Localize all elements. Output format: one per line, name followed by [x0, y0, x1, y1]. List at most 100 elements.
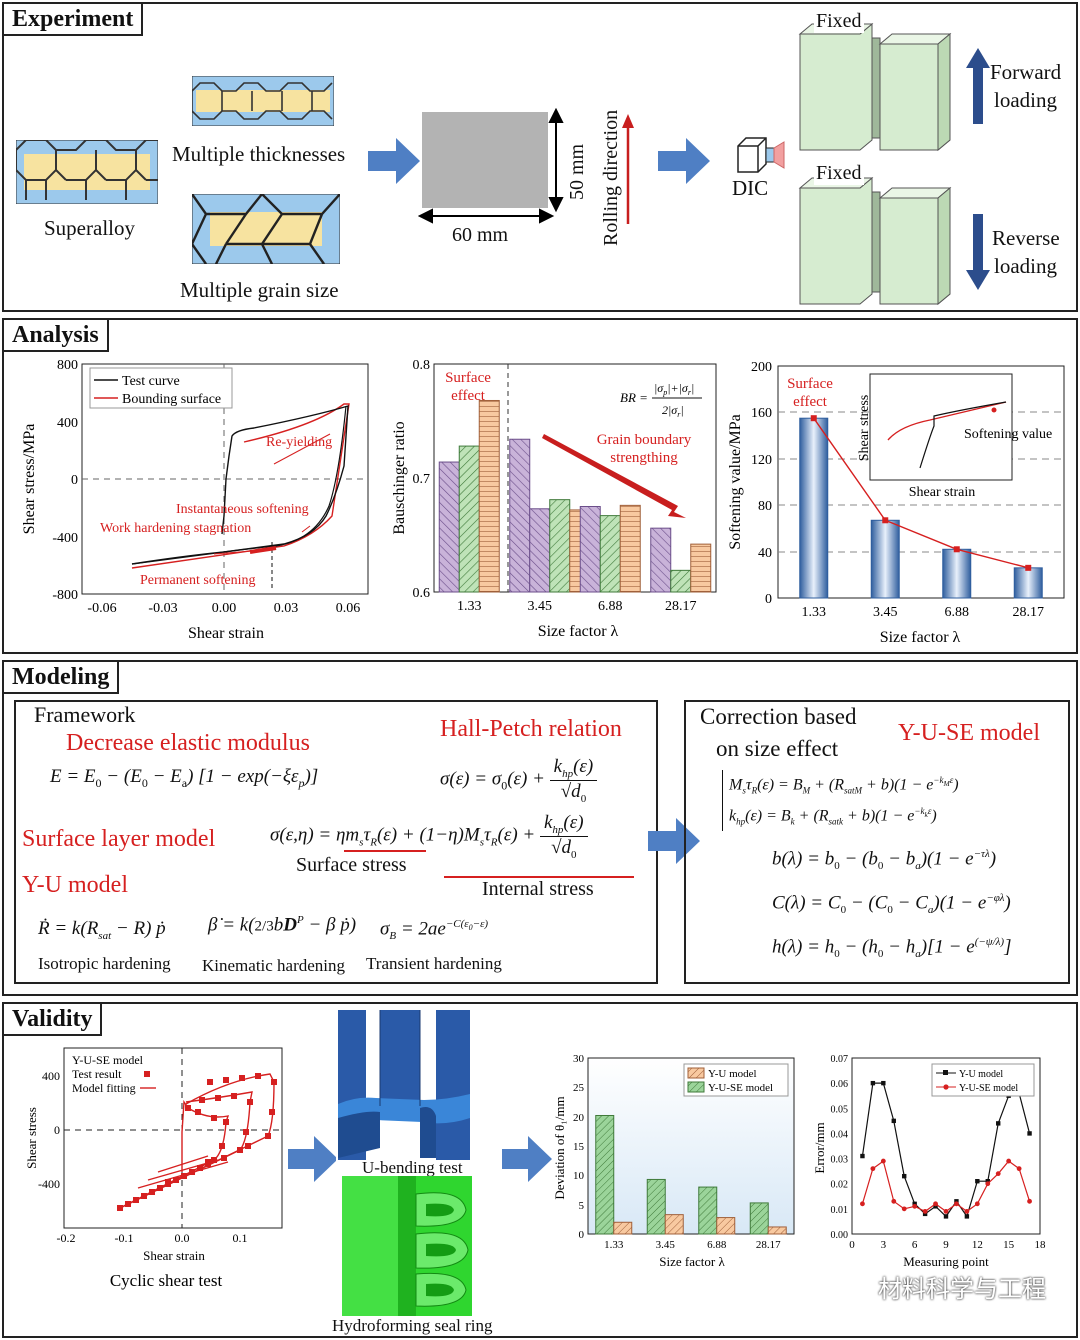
bar — [799, 417, 829, 599]
dev-legend-yuse: Y-U-SE model — [708, 1082, 773, 1094]
experiment-panel: Experiment Superalloy Multiple thickness… — [2, 2, 1078, 312]
bar — [870, 519, 900, 599]
validity-panel: Validity Y-U-SE model Test result Model … — [2, 1002, 1078, 1338]
legend-bounding-surface: Bounding surface — [122, 392, 221, 407]
series-point — [933, 1204, 938, 1209]
test-point — [211, 1115, 217, 1121]
err-xlabel: Measuring point — [903, 1254, 989, 1269]
dev-ytick: 0 — [579, 1229, 585, 1241]
test-point — [125, 1201, 131, 1207]
series-point — [902, 1173, 907, 1179]
c2-xtick: 1.33 — [457, 599, 482, 614]
series-point — [974, 1201, 980, 1207]
elastic-modulus-eq: E = E0 − (E0 − Ea) [1 − exp(−ξεp)] — [50, 766, 319, 790]
test-point — [223, 1119, 229, 1125]
test-point — [269, 1109, 275, 1115]
shear-fixture-forward — [798, 22, 952, 152]
rolling-label: Rolling direction — [600, 109, 622, 246]
series-point — [860, 1201, 865, 1207]
slm-label: Surface layer model — [22, 826, 216, 852]
dev-ytick: 30 — [573, 1053, 585, 1065]
internal-stress-label: Internal stress — [482, 878, 594, 900]
superalloy-label: Superalloy — [44, 216, 135, 240]
test-point — [265, 1133, 271, 1139]
series-point — [964, 1208, 970, 1214]
ann-stagnation: Work hardening stagnation — [100, 521, 251, 536]
seal-caption: Hydroforming seal ring — [332, 1316, 493, 1335]
process-arrow-icon-2 — [658, 138, 710, 184]
trend-line — [813, 417, 1029, 569]
c3-ytick: 40 — [758, 546, 772, 561]
test-point — [195, 1109, 201, 1115]
series-point — [860, 1153, 865, 1159]
series-point — [985, 1179, 990, 1184]
grainsize-label: Multiple grain size — [180, 278, 339, 302]
ubend-caption: U-bending test — [362, 1158, 463, 1177]
c2-gb-2: strengthing — [610, 450, 678, 466]
test-point — [247, 1099, 253, 1105]
test-point — [239, 1075, 245, 1081]
series-point — [975, 1179, 980, 1184]
c3-ytick: 160 — [751, 406, 772, 421]
test-point — [237, 1147, 243, 1153]
dev-legend-yu: Y-U model — [708, 1068, 757, 1080]
legend-test-curve: Test curve — [122, 374, 180, 389]
c1-xlabel: Shear strain — [188, 625, 264, 642]
test-point — [185, 1105, 191, 1111]
dev-xtick: 6.88 — [707, 1239, 727, 1251]
series-point — [870, 1080, 876, 1086]
series-point — [880, 1158, 886, 1164]
c1-xtick: -0.03 — [148, 601, 177, 616]
c3-xtick: 3.45 — [873, 605, 898, 620]
err-ylabel: Error/mm — [812, 1122, 827, 1173]
correction-box — [684, 700, 1070, 984]
modeling-panel: Modeling Framework Decrease elastic modu… — [2, 660, 1078, 996]
bar — [1013, 567, 1043, 599]
framework-label: Framework — [34, 702, 136, 727]
err-ytick: 0.00 — [831, 1230, 849, 1241]
c3-surface-1: Surface — [787, 376, 833, 392]
c-lambda-eq: C(λ) = C0 − (C0 − Ca)(1 − e−φλ) — [772, 892, 1011, 917]
dim-height-label: 50 mm — [566, 143, 588, 200]
test-point — [245, 1143, 251, 1149]
dev-ytick: 20 — [573, 1112, 585, 1124]
series-point — [912, 1201, 917, 1207]
correction-label-1: Correction based — [700, 704, 857, 729]
err-ytick: 0.01 — [831, 1205, 849, 1216]
cyc-xtick: 0.0 — [175, 1231, 190, 1245]
series-point — [943, 1208, 949, 1214]
series-point — [954, 1201, 959, 1207]
err-xtick: 9 — [943, 1239, 949, 1251]
bar — [595, 1114, 615, 1235]
c3-ylabel: Softening value/MPa — [727, 414, 744, 550]
validity-arrow-icon-1 — [288, 1136, 338, 1182]
c2-xtick: 28.17 — [665, 599, 697, 614]
cyc-xtick: 0.1 — [233, 1231, 248, 1245]
c1-xtick: 0.00 — [212, 601, 237, 616]
c3-ytick: 80 — [758, 499, 772, 514]
dev-xlabel: Size factor λ — [659, 1254, 725, 1269]
series-point — [995, 1171, 1001, 1177]
bar — [716, 1217, 736, 1235]
c3-ytick: 0 — [765, 592, 772, 607]
dev-ytick: 10 — [573, 1170, 585, 1182]
validity-title: Validity — [2, 1002, 103, 1036]
bar — [664, 1214, 684, 1235]
test-point — [181, 1173, 187, 1179]
dem-label: Decrease elastic modulus — [66, 730, 310, 756]
series-point — [922, 1211, 928, 1217]
test-point — [207, 1079, 213, 1085]
err-legend-yu: Y-U model — [959, 1069, 1003, 1080]
cyc-xtick: -0.1 — [115, 1231, 134, 1245]
test-point — [199, 1097, 205, 1103]
c2-surface-1: Surface — [445, 370, 491, 386]
series-point — [1016, 1166, 1022, 1172]
series-point — [1027, 1198, 1032, 1204]
bar — [478, 399, 500, 593]
dim-width-label: 60 mm — [452, 224, 509, 246]
fixed-label-2: Fixed — [814, 162, 864, 185]
svg-text:|σp|+|σr|: |σp|+|σr| — [654, 381, 694, 397]
ann-permanent: Permanent softening — [140, 573, 255, 588]
err-ytick: 0.07 — [831, 1054, 849, 1065]
thickness-grain-icon — [192, 76, 334, 126]
